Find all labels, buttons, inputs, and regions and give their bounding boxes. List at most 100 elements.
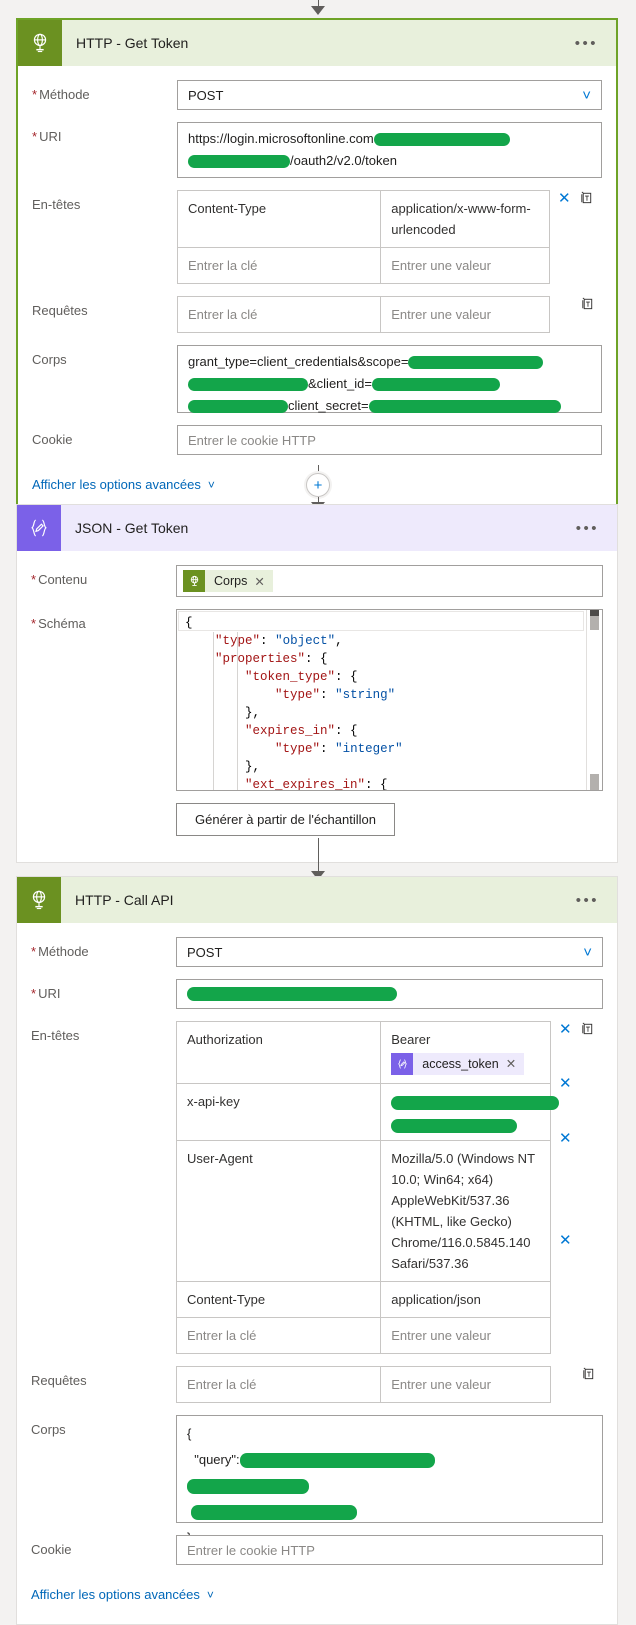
header-value-placeholder[interactable]: Entrer une valeur: [380, 247, 550, 284]
field-label-body: Corps: [32, 352, 67, 367]
schema-scrollbar[interactable]: [586, 610, 602, 790]
action-card-http-call-api[interactable]: HTTP - Call API ••• *Méthode POST ˅ *URI: [16, 876, 618, 1625]
switch-to-text-mode-icon[interactable]: [579, 190, 594, 209]
field-queries: Requêtes Entrer la clé Entrer une valeur: [31, 1366, 603, 1403]
switch-to-text-mode-icon[interactable]: [581, 1366, 596, 1385]
field-uri: *URI: [31, 979, 603, 1009]
header-key[interactable]: x-api-key: [175, 1083, 382, 1141]
table-row[interactable]: Entrer la clé Entrer une valeur: [176, 247, 550, 284]
action-card-http-get-token[interactable]: HTTP - Get Token ••• *Méthode POST ˅ *UR…: [16, 18, 618, 514]
redaction-bar: [188, 378, 308, 392]
uri-input[interactable]: [176, 979, 603, 1009]
card-menu-button[interactable]: •••: [575, 891, 599, 909]
delete-header-icon[interactable]: ✕: [559, 1232, 572, 1249]
field-body: Corps grant_type=client_credentials&scop…: [32, 345, 602, 414]
query-value-placeholder[interactable]: Entrer une valeur: [380, 1366, 551, 1403]
header-value[interactable]: [380, 1083, 560, 1141]
header-key[interactable]: User-Agent: [175, 1140, 382, 1282]
field-label-method: *Méthode: [31, 944, 89, 959]
card-body: *Méthode POST ˅ *URI https://login.micro…: [18, 66, 616, 512]
header-value[interactable]: Bearer: [380, 1021, 551, 1084]
body-input[interactable]: grant_type=client_credentials&scope= &cl…: [177, 345, 602, 414]
connector-2: [0, 838, 636, 880]
card-menu-button[interactable]: •••: [574, 34, 598, 52]
field-headers: En-têtes Content-Type application/x-www-…: [32, 190, 602, 284]
redaction-bar: [187, 987, 397, 1001]
body-text-2: &client_id=: [308, 376, 372, 391]
field-body: Corps { "query": }: [31, 1415, 603, 1545]
field-label-cookie: Cookie: [32, 432, 73, 447]
headers-table: Authorization Bearer: [175, 1021, 560, 1354]
add-step-button[interactable]: +: [306, 473, 330, 497]
delete-header-icon[interactable]: ✕: [558, 190, 571, 207]
table-row[interactable]: User-Agent Mozilla/5.0 (Windows NT 10.0;…: [175, 1140, 551, 1282]
body-text-3: client_secret=: [288, 398, 369, 413]
table-row[interactable]: Entrer la clé Entrer une valeur: [175, 1366, 551, 1403]
redaction-bar: [190, 1505, 357, 1521]
card-header[interactable]: HTTP - Call API •••: [17, 877, 617, 923]
method-value: POST: [188, 87, 224, 103]
chevron-down-icon: ˅: [207, 477, 215, 492]
header-key[interactable]: Content-Type: [175, 1281, 382, 1318]
table-row[interactable]: Authorization Bearer: [175, 1021, 551, 1084]
switch-to-text-mode-icon[interactable]: [580, 296, 595, 315]
token-chip-access-token[interactable]: access_token ✕: [391, 1053, 525, 1075]
table-row[interactable]: Entrer la clé Entrer une valeur: [175, 1317, 551, 1354]
uri-text-part2: /oauth2/v2.0/token: [290, 153, 397, 168]
header-value-placeholder[interactable]: Entrer une valeur: [380, 1317, 551, 1354]
schema-editor[interactable]: { "type": "object", "properties": { "tok…: [176, 609, 603, 791]
header-key[interactable]: Content-Type: [176, 190, 382, 248]
remove-token-icon[interactable]: ✕: [254, 574, 265, 589]
query-key-placeholder[interactable]: Entrer la clé: [176, 296, 382, 333]
card-header[interactable]: JSON - Get Token •••: [17, 505, 617, 551]
card-title: HTTP - Get Token: [76, 35, 189, 51]
redaction-bar: [391, 1095, 560, 1110]
header-value[interactable]: application/x-www-form-urlencoded: [380, 190, 550, 248]
queries-table: Entrer la clé Entrer une valeur: [175, 1366, 551, 1403]
delete-header-icon[interactable]: ✕: [559, 1075, 572, 1092]
field-label-body: Corps: [31, 1422, 66, 1437]
switch-to-text-mode-icon[interactable]: [580, 1021, 595, 1040]
field-cookie: Cookie Entrer le cookie HTTP: [31, 1535, 603, 1565]
header-key-placeholder[interactable]: Entrer la clé: [176, 247, 382, 284]
header-key-placeholder[interactable]: Entrer la clé: [175, 1317, 382, 1354]
method-select[interactable]: POST ˅: [176, 937, 603, 967]
show-advanced-options-link[interactable]: Afficher les options avancées ˅: [31, 1587, 214, 1602]
field-cookie: Cookie Entrer le cookie HTTP: [32, 425, 602, 455]
schema-editor-text[interactable]: { "type": "object", "properties": { "tok…: [185, 616, 403, 790]
chevron-down-icon: ˅: [583, 943, 592, 961]
token-chip-label: Corps: [214, 574, 248, 588]
query-value-placeholder[interactable]: Entrer une valeur: [380, 296, 550, 333]
field-label-schema: *Schéma: [31, 616, 86, 631]
delete-header-icon[interactable]: ✕: [559, 1130, 572, 1147]
delete-header-icon[interactable]: ✕: [559, 1021, 572, 1038]
query-key-placeholder[interactable]: Entrer la clé: [175, 1366, 382, 1403]
table-row[interactable]: Entrer la clé Entrer une valeur: [176, 296, 550, 333]
field-label-headers: En-têtes: [31, 1028, 80, 1043]
card-title: JSON - Get Token: [75, 520, 189, 536]
card-header[interactable]: HTTP - Get Token •••: [18, 20, 616, 66]
table-row[interactable]: Content-Type application/x-www-form-urle…: [176, 190, 550, 248]
table-row[interactable]: Content-Type application/json: [175, 1281, 551, 1318]
cookie-input[interactable]: Entrer le cookie HTTP: [177, 425, 602, 455]
method-select[interactable]: POST ˅: [177, 80, 602, 110]
cookie-input[interactable]: Entrer le cookie HTTP: [176, 1535, 603, 1565]
generate-from-sample-button[interactable]: Générer à partir de l'échantillon: [176, 803, 395, 836]
remove-token-icon[interactable]: ✕: [505, 1056, 517, 1071]
parse-json-icon: [17, 505, 61, 551]
show-advanced-options-link[interactable]: Afficher les options avancées ˅: [32, 477, 215, 492]
header-value[interactable]: application/json: [380, 1281, 551, 1318]
content-input[interactable]: Corps ✕: [176, 565, 603, 597]
token-chip-corps[interactable]: Corps ✕: [183, 570, 273, 592]
header-value[interactable]: Mozilla/5.0 (Windows NT 10.0; Win64; x64…: [380, 1140, 551, 1282]
action-card-json-get-token[interactable]: JSON - Get Token ••• *Contenu: [16, 504, 618, 863]
header-key[interactable]: Authorization: [175, 1021, 382, 1084]
table-row[interactable]: x-api-key: [175, 1083, 560, 1141]
uri-input[interactable]: https://login.microsoftonline.com /oauth…: [177, 122, 602, 178]
redaction-bar: [391, 1118, 518, 1133]
field-label-method: *Méthode: [32, 87, 90, 102]
card-menu-button[interactable]: •••: [575, 519, 599, 537]
body-input[interactable]: { "query": }: [176, 1415, 603, 1545]
card-body: *Méthode POST ˅ *URI En-têtes: [17, 923, 617, 1624]
